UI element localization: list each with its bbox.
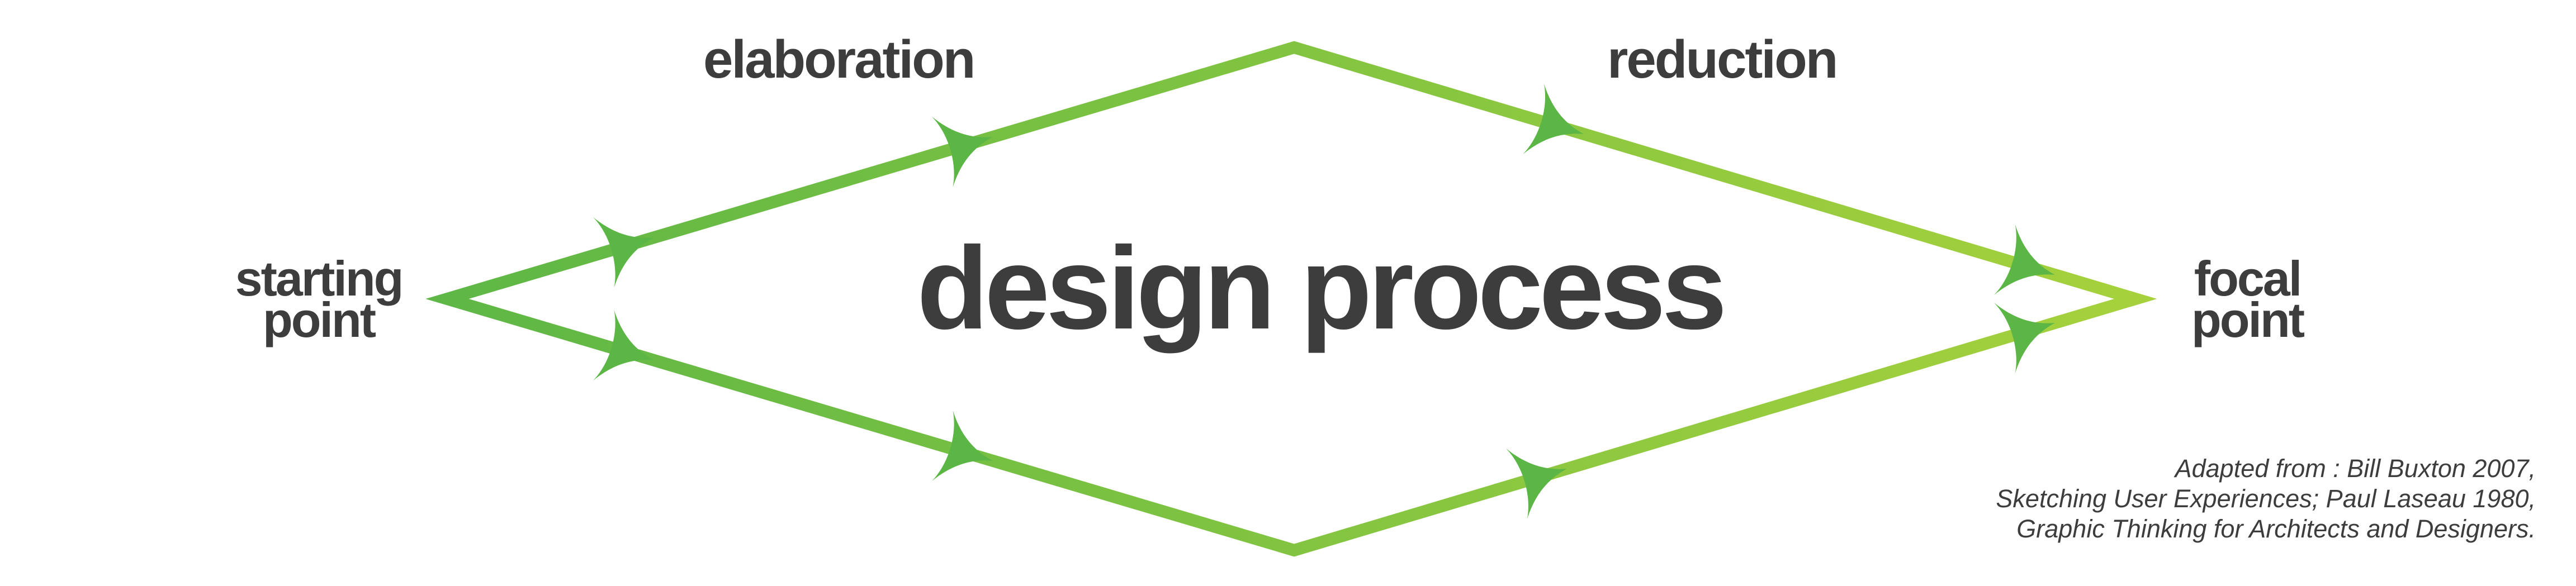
diagram-title: design process — [917, 222, 1727, 354]
diamond-outline — [425, 41, 2157, 557]
starting-point-line-1: starting — [235, 251, 404, 306]
arrow-upper-right — [1523, 83, 1584, 155]
arrow-lower-left — [593, 309, 654, 381]
focal-point-line-1: focal — [2194, 251, 2302, 306]
citation-line-3: Graphic Thinking for Architects and Desi… — [2016, 514, 2536, 543]
focal-point-line-2: point — [2191, 292, 2305, 347]
arrow-lower-left-2 — [931, 410, 993, 482]
arrow-upper-left — [931, 116, 993, 188]
reduction-label: reduction — [1607, 30, 1838, 89]
focal-point-label: focal point — [2158, 251, 2337, 347]
citation-line-2: Sketching User Experiences; Paul Laseau … — [1996, 484, 2536, 513]
citation-line-1: Adapted from : Bill Buxton 2007, — [2175, 454, 2536, 483]
elaboration-label: elaboration — [703, 30, 976, 89]
arrow-lower-right-2 — [1993, 302, 2055, 374]
starting-point-label: starting point — [224, 251, 414, 347]
arrow-lower-right — [1505, 448, 1567, 520]
arrow-upper-right-2 — [1993, 224, 2055, 296]
starting-point-line-2: point — [262, 292, 376, 347]
arrowheads — [593, 83, 2055, 520]
citation: Adapted from : Bill Buxton 2007, Sketchi… — [1996, 454, 2536, 544]
arrow-upper-left-2 — [593, 217, 654, 288]
